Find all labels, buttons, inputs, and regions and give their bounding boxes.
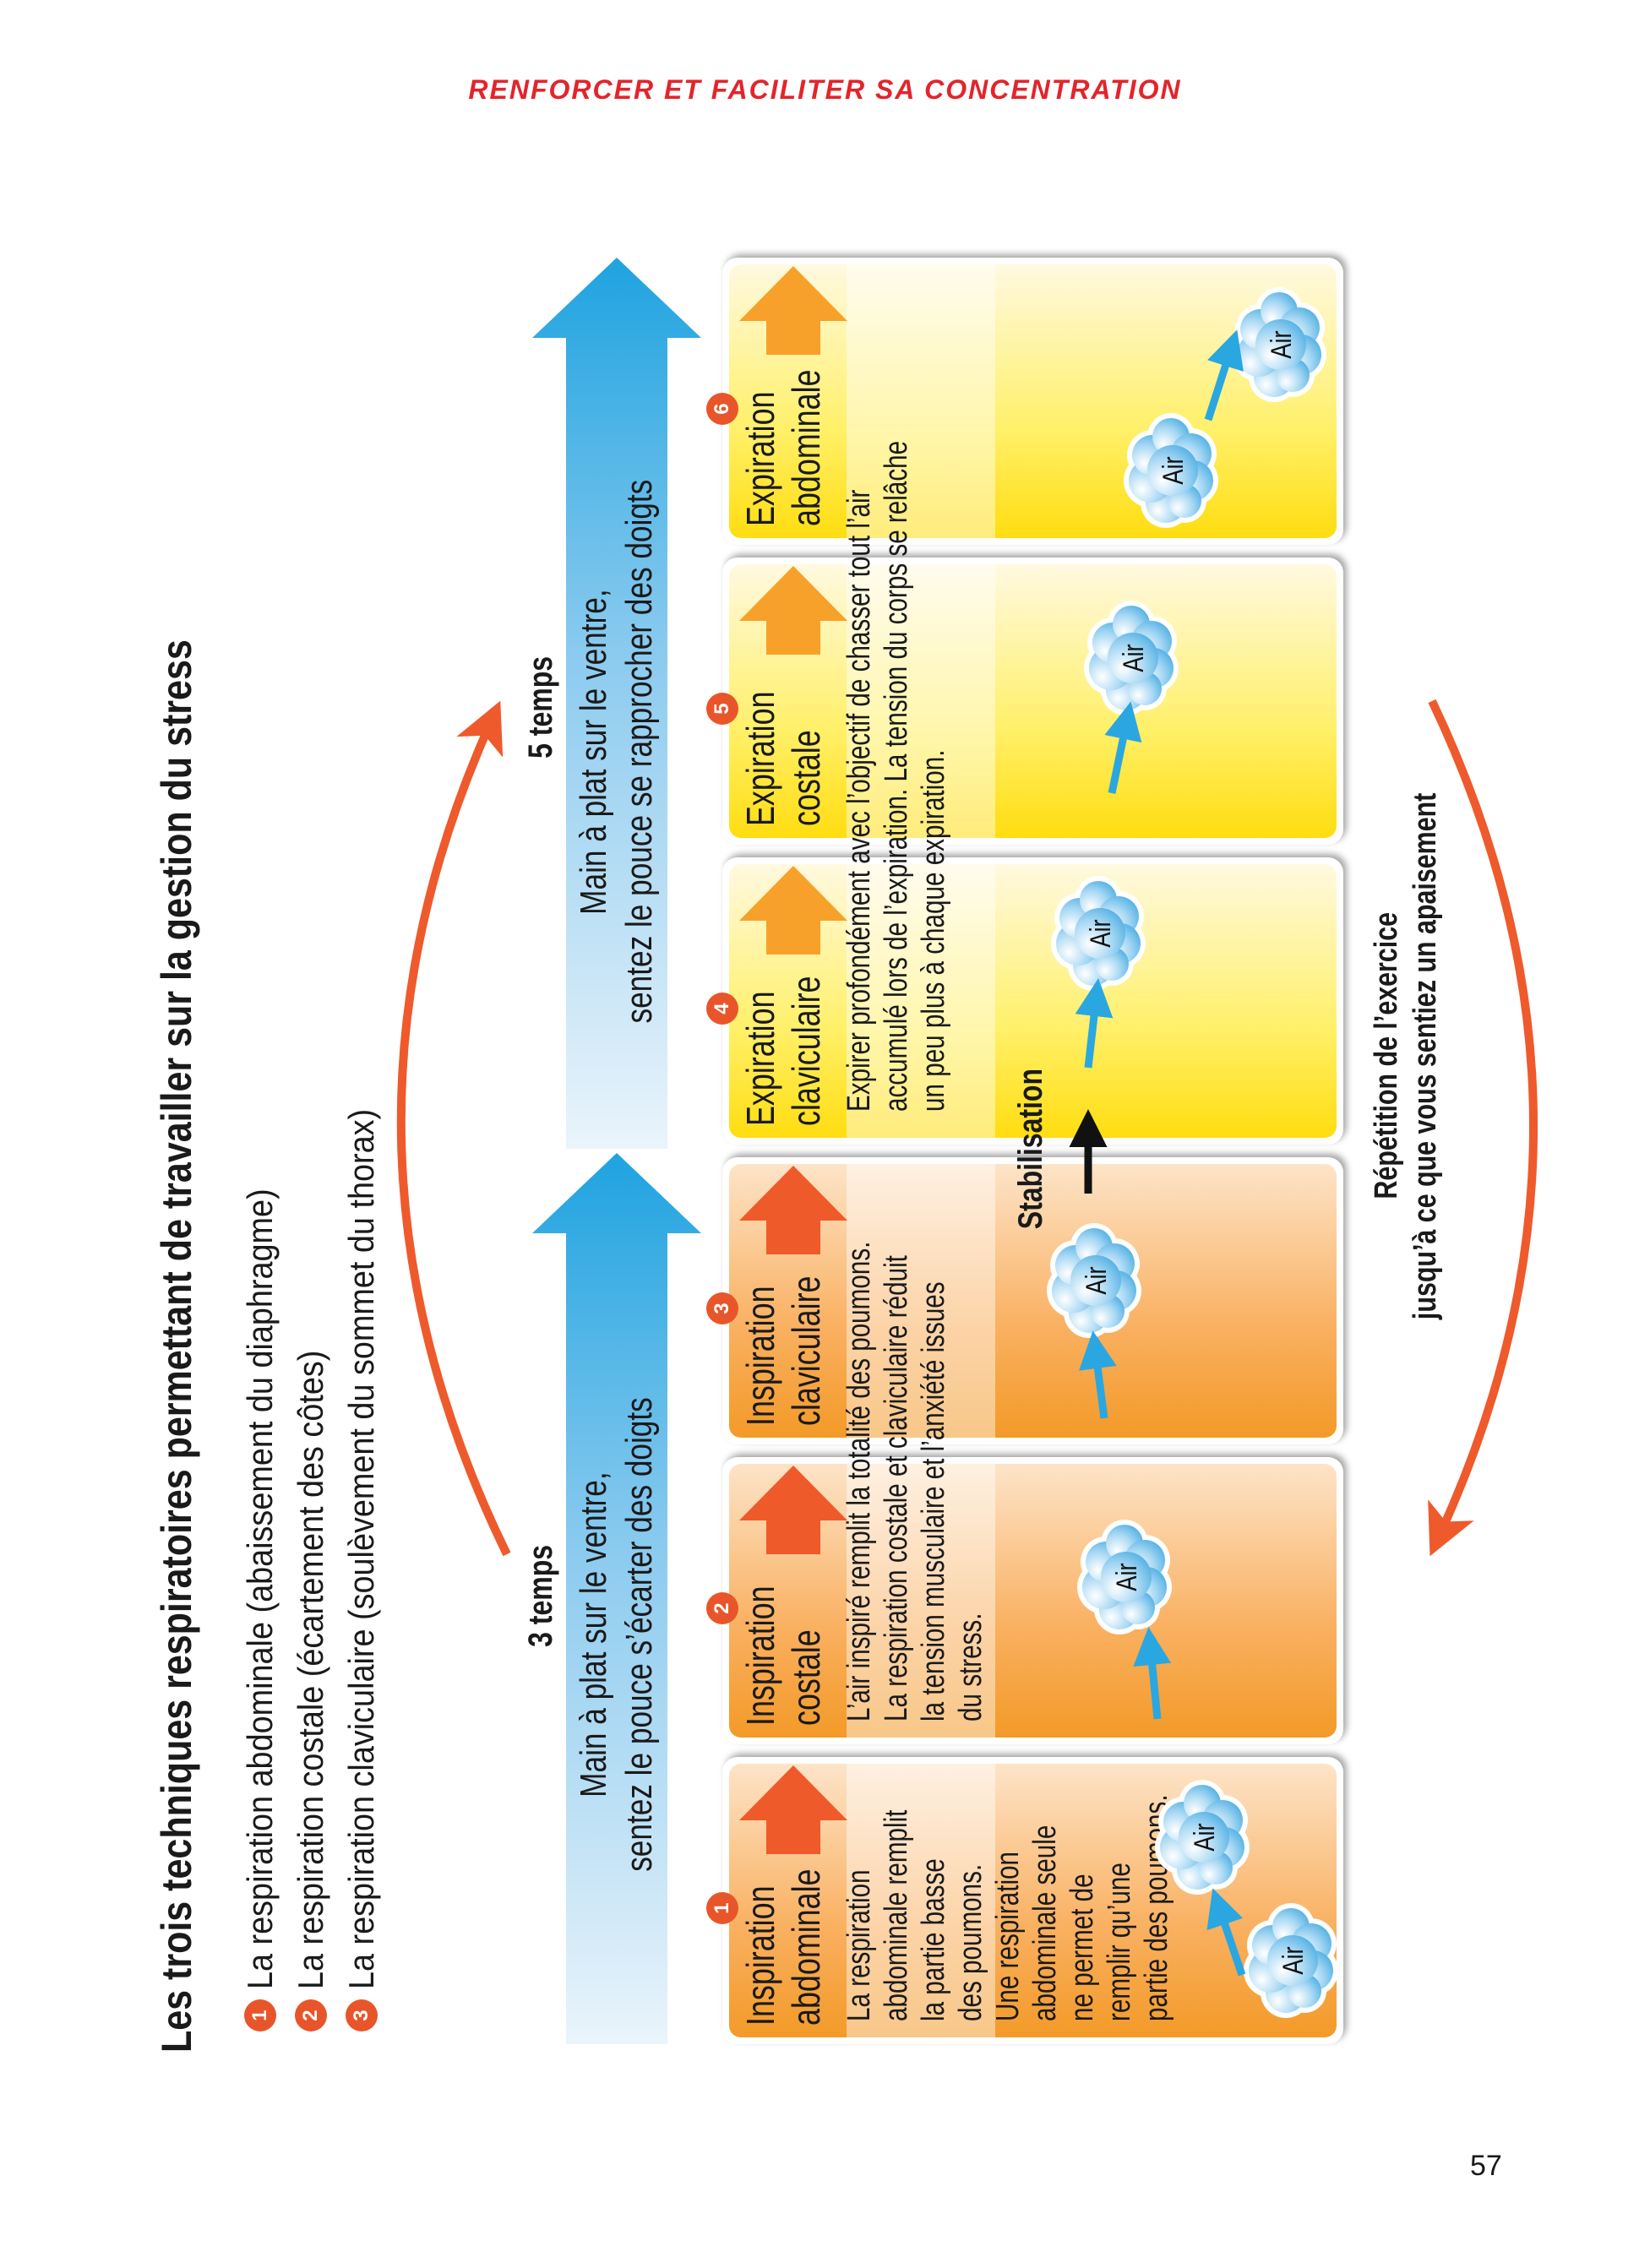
step-number-badge: 5: [706, 693, 738, 725]
step-number-badge: 2: [706, 1592, 738, 1624]
direction-arrow-icon: [739, 1166, 847, 1254]
cycle-arrow-down: [1428, 699, 1538, 1557]
big-arrow-5-temps: [532, 258, 701, 1149]
description-line: L’air inspiré remplit la totalité des po…: [841, 1241, 877, 1721]
description-line: des poumons.: [953, 1863, 988, 2021]
description-line: accumulé lors de l’expiration. La tensio…: [879, 440, 914, 1112]
description-line: du stress.: [953, 1613, 988, 1721]
running-header: RENFORCER ET FACILITER SA CONCENTRATION: [468, 74, 1182, 105]
phase-duration: 3 temps: [522, 1544, 559, 1647]
description-line: partie des poumons.: [1139, 1794, 1174, 2021]
description-line: abdominale remplit: [879, 1809, 914, 2021]
technique-label: La respiration abdominale (abaissement d…: [240, 1188, 280, 1989]
number-badge: 1: [244, 1999, 276, 2031]
step-number-badge: 4: [706, 993, 738, 1025]
repetition-note: Répétition de l’exercice jusqu’à ce que …: [1369, 792, 1443, 1319]
technique-item: 3 La respiration claviculaire (soulèvemen…: [341, 1011, 382, 2031]
direction-arrow-icon: [739, 1466, 847, 1554]
description-line: un peu plus à chaque expiration.: [916, 749, 951, 1112]
stabilisation-label: Stabilisation: [1012, 1068, 1049, 1230]
big-arrow-3-temps: [532, 1153, 701, 2044]
description-line: la tension musculaire et l’anxiété issue…: [916, 1281, 951, 1721]
description-line: La respiration costale et claviculaire r…: [879, 1255, 914, 1721]
number-badge: 3: [346, 1999, 378, 2031]
step-number-badge: 1: [706, 1892, 738, 1924]
direction-arrow-icon: [739, 1765, 847, 1854]
phase-instruction: Main à plat sur le ventre, sentez le pou…: [573, 480, 660, 1024]
cycle-arrow-up: [396, 700, 511, 1557]
phase-duration: 5 temps: [522, 655, 559, 759]
direction-arrow-icon: [739, 566, 847, 655]
page-title-text: Les trois techniques respiratoires perme…: [153, 639, 200, 2053]
page-title: Les trois techniques respiratoires perme…: [152, 410, 201, 2053]
card-description: L’air inspiré remplit la totalité des po…: [841, 1106, 989, 1721]
step-number-badge: 3: [706, 1292, 738, 1324]
description-line: remplir qu’une: [1102, 1863, 1137, 2021]
technique-item: 1 La respiration abdominale (abaissement …: [240, 1100, 280, 2031]
technique-label: La respiration costale (écartement des c…: [291, 1350, 330, 1989]
description-line: la partie basse: [916, 1858, 951, 2021]
description-line: La respiration: [841, 1869, 877, 2021]
technique-label: La respiration claviculaire (soulèvement…: [341, 1108, 381, 1989]
step-number-badge: 6: [706, 393, 738, 425]
direction-arrow-icon: [739, 266, 847, 355]
description-line: Une respiration: [990, 1852, 1026, 2021]
description-line: abdominale seule: [1027, 1825, 1063, 2021]
description-line: Expirer profondément avec l’objectif de …: [841, 489, 877, 1112]
number-badge: 2: [295, 1999, 327, 2031]
technique-item: 2 La respiration costale (écartement des …: [291, 1280, 331, 2031]
phase-instruction: Main à plat sur le ventre, sentez le pou…: [573, 1397, 660, 1872]
page-number: 57: [1470, 2150, 1502, 2182]
card-description: Expirer profondément avec l’objectif de …: [841, 252, 952, 1112]
description-line: ne permet de: [1065, 1874, 1100, 2021]
direction-arrow-icon: [739, 866, 847, 955]
